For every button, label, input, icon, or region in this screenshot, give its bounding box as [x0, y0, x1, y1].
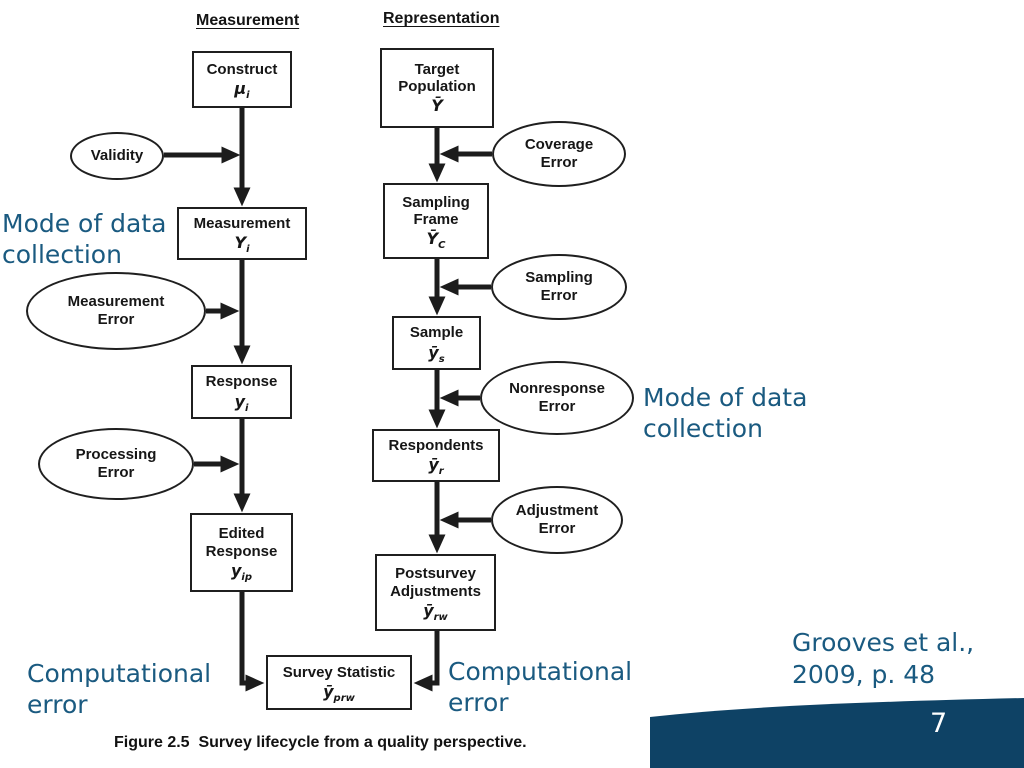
construct-label: Construct [206, 60, 278, 78]
postsurvey-adjustments-label: Postsurvey Adjustments [390, 565, 481, 600]
postsurvey-adjustments-symbol: ȳrw [423, 600, 448, 623]
measurement-error-ellipse: Measurement Error [26, 272, 206, 350]
sample-label: Sample [409, 324, 464, 342]
footer-band-shape [650, 698, 1024, 768]
edited-response-box: Edited Response yip [190, 513, 293, 592]
representation-column-header: Representation [383, 10, 500, 27]
sample-box: Sample ȳs [392, 316, 481, 370]
computational-error-note-middle: Computational error [448, 657, 633, 718]
sampling-frame-symbol: ȲC [426, 229, 446, 252]
mode-of-data-collection-note-right: Mode of data collection [643, 383, 808, 444]
figure-caption: Figure 2.5 Survey lifecycle from a quali… [114, 734, 527, 751]
sampling-error-ellipse: Sampling Error [491, 254, 627, 320]
response-box: Response yi [191, 365, 292, 419]
survey-statistic-box: Survey Statistic ȳprw [266, 655, 412, 710]
response-label: Response [205, 373, 278, 391]
connector-edited-to-survey-statistic [239, 592, 265, 692]
construct-symbol: μi [234, 79, 250, 102]
measurement-label: Measurement [193, 214, 291, 232]
survey-statistic-label: Survey Statistic [282, 663, 396, 681]
sampling-frame-label: Sampling Frame [402, 193, 470, 228]
respondents-label: Respondents [388, 436, 484, 454]
nonresponse-error-ellipse: Nonresponse Error [480, 361, 634, 435]
construct-box: Construct μi [192, 51, 292, 108]
target-population-symbol: Ȳ [431, 96, 443, 116]
connector-postsurvey-to-survey-statistic [413, 631, 440, 692]
edited-response-label: Edited Response [205, 525, 278, 560]
measurement-box: Measurement Yi [177, 207, 307, 260]
respondents-box: Respondents ȳr [372, 429, 500, 482]
target-population-box: Target Population Ȳ [380, 48, 494, 128]
citation-text: Grooves et al., 2009, p. 48 [792, 628, 975, 689]
edited-response-symbol: yip [230, 560, 253, 583]
survey-statistic-symbol: ȳprw [323, 682, 355, 705]
computational-error-note-left: Computational error [27, 659, 212, 720]
measurement-symbol: Yi [234, 233, 250, 256]
sample-symbol: ȳs [428, 342, 445, 365]
validity-ellipse: Validity [70, 132, 164, 180]
page-number: 7 [930, 708, 948, 739]
response-symbol: yi [234, 391, 249, 414]
target-population-label: Target Population [398, 60, 476, 95]
mode-of-data-collection-note-left: Mode of data collection [2, 209, 167, 270]
processing-error-ellipse: Processing Error [38, 428, 194, 500]
measurement-column-header: Measurement [196, 12, 300, 29]
sampling-frame-box: Sampling Frame ȲC [383, 183, 489, 259]
postsurvey-adjustments-box: Postsurvey Adjustments ȳrw [375, 554, 496, 631]
adjustment-error-ellipse: Adjustment Error [491, 486, 623, 554]
coverage-error-ellipse: Coverage Error [492, 121, 626, 187]
respondents-symbol: ȳr [428, 455, 444, 478]
